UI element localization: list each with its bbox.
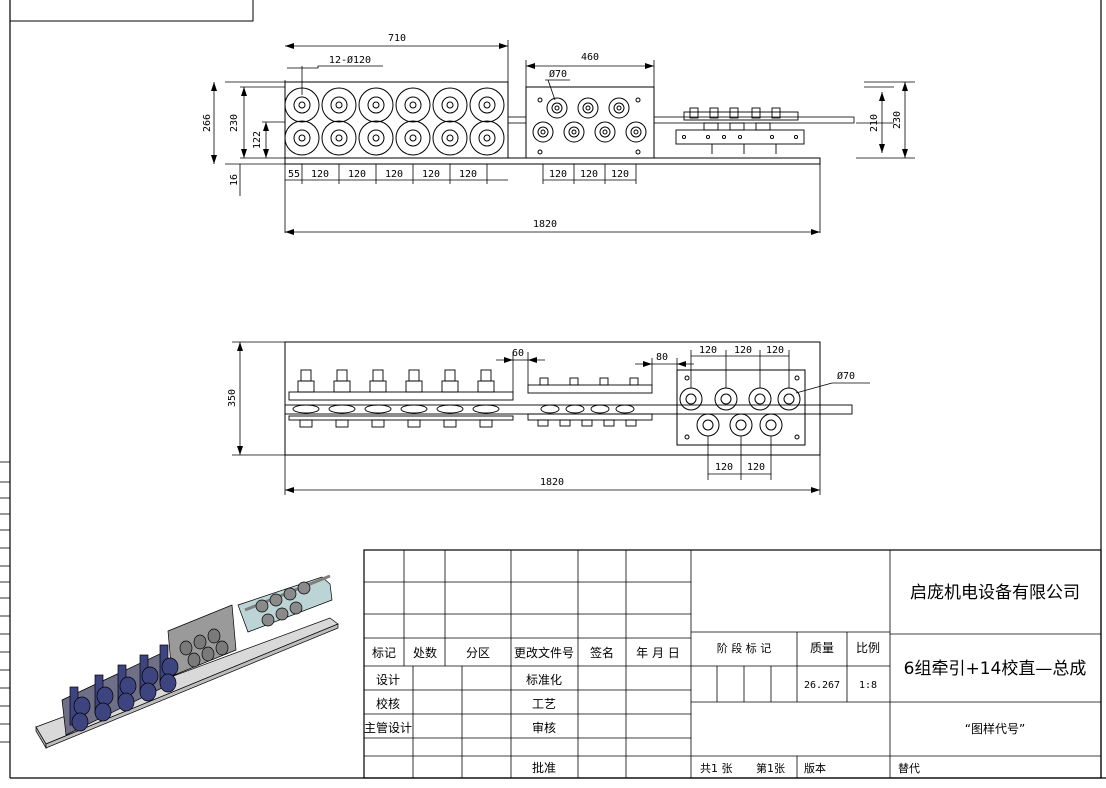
title-block-text: 标记 处数 分区 更改文件号 签名 年 月 日 设计 校核 主管设计 标准化 工… bbox=[364, 583, 1086, 775]
dim-120: 120 bbox=[611, 169, 629, 180]
header-count: 处数 bbox=[413, 645, 437, 660]
header-stage-mark: 阶 段 标 记 bbox=[717, 641, 772, 655]
dim-120: 120 bbox=[715, 462, 733, 473]
guide-roller-unit-front bbox=[676, 369, 806, 446]
sheet-replace: 替代 bbox=[898, 761, 920, 775]
dim-350: 350 bbox=[227, 389, 238, 407]
dim-1820-top: 1820 bbox=[533, 219, 557, 230]
role-review: 审核 bbox=[532, 720, 556, 735]
drawing-code: “图样代号” bbox=[965, 721, 1025, 736]
sheet-current: 第1张 bbox=[756, 761, 785, 775]
company-name: 启庞机电设备有限公司 bbox=[910, 583, 1080, 603]
top-view bbox=[284, 81, 855, 165]
guide-unit-top bbox=[675, 107, 805, 154]
traction-roller-group bbox=[284, 87, 505, 156]
dim-dia-70-front: Ø70 bbox=[837, 370, 855, 382]
header-change-doc: 更改文件号 bbox=[514, 645, 574, 660]
header-date: 年 月 日 bbox=[636, 646, 680, 660]
dim-460: 460 bbox=[581, 52, 599, 63]
straightening-roller-group bbox=[532, 97, 647, 155]
dim-230-left: 230 bbox=[229, 114, 240, 132]
header-mark: 标记 bbox=[372, 646, 396, 660]
sheet-total: 共1 张 bbox=[700, 762, 733, 775]
dim-120: 120 bbox=[747, 462, 765, 473]
role-approve: 批准 bbox=[532, 760, 556, 775]
dim-60: 60 bbox=[512, 348, 524, 359]
header-zone: 分区 bbox=[466, 646, 490, 660]
dim-120: 120 bbox=[385, 169, 403, 180]
dim-210: 210 bbox=[869, 114, 880, 132]
dim-120: 120 bbox=[311, 169, 329, 180]
isometric-preview bbox=[35, 574, 339, 750]
dim-120: 120 bbox=[422, 169, 440, 180]
sheet-version: 版本 bbox=[804, 761, 826, 775]
dim-120: 120 bbox=[580, 169, 598, 180]
role-check: 校核 bbox=[376, 696, 400, 711]
scale-value: 1:8 bbox=[859, 680, 877, 691]
dim-dia-70: Ø70 bbox=[549, 68, 567, 80]
header-mass: 质量 bbox=[810, 641, 834, 655]
dim-16: 16 bbox=[229, 174, 240, 186]
role-standard: 标准化 bbox=[526, 673, 562, 687]
role-chief: 主管设计 bbox=[364, 720, 412, 735]
dim-roller-spec: 12-Ø120 bbox=[329, 54, 371, 66]
header-signature: 签名 bbox=[590, 645, 614, 660]
drawing-name: 6组牵引+14校直—总成 bbox=[904, 659, 1087, 679]
dim-710: 710 bbox=[388, 33, 406, 44]
dim-120: 120 bbox=[459, 169, 477, 180]
dim-120: 120 bbox=[348, 169, 366, 180]
role-design: 设计 bbox=[376, 673, 400, 687]
front-view bbox=[284, 341, 853, 456]
dim-122: 122 bbox=[252, 131, 263, 149]
header-scale: 比例 bbox=[856, 641, 880, 655]
role-process: 工艺 bbox=[532, 697, 556, 711]
title-block bbox=[363, 549, 1102, 779]
dim-120: 120 bbox=[549, 169, 567, 180]
dim-266: 266 bbox=[202, 114, 213, 132]
front-view-dimensions bbox=[232, 341, 870, 495]
traction-unit-front bbox=[288, 369, 514, 428]
dim-1820-front: 1820 bbox=[540, 477, 564, 488]
dim-120: 120 bbox=[766, 345, 784, 356]
dim-80: 80 bbox=[656, 352, 668, 363]
straightening-unit-front bbox=[527, 377, 653, 427]
front-view-dimension-labels: 350 60 80 120 120 120 120 120 Ø70 1820 bbox=[227, 345, 855, 488]
top-view-dimension-labels: 710 12-Ø120 460 Ø70 266 230 122 16 210 2… bbox=[202, 33, 903, 230]
dim-230-right: 230 bbox=[892, 111, 903, 129]
dim-120: 120 bbox=[699, 345, 717, 356]
top-view-dimensions bbox=[211, 40, 915, 235]
dim-55: 55 bbox=[288, 169, 300, 180]
mass-value: 26.267 bbox=[804, 680, 840, 691]
dim-120: 120 bbox=[734, 345, 752, 356]
